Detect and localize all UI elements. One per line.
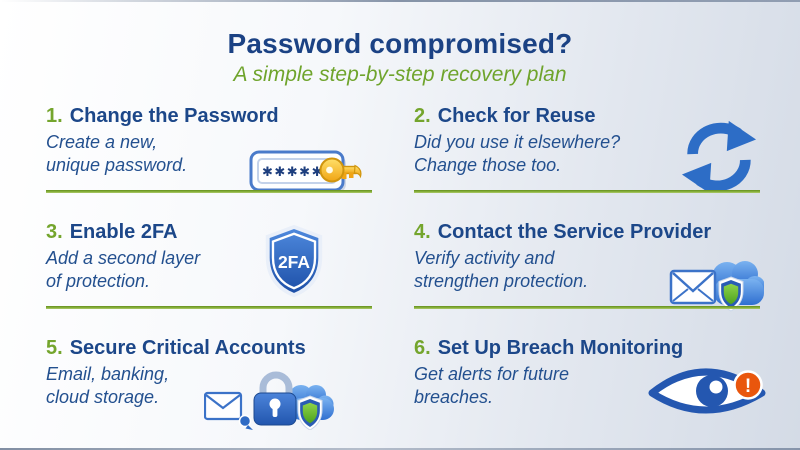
lock-mail-shield-cloud-icon — [204, 368, 336, 430]
step-description: Get alerts for future breaches. — [414, 364, 570, 407]
step-title: Contact the Service Provider — [437, 221, 712, 243]
eye-alert-icon: ! — [648, 364, 768, 422]
step-number: 6. — [414, 337, 431, 359]
step-description: Create a new, unique password. — [46, 132, 188, 175]
step-item-6: 6. Set Up Breach Monitoring Get alerts fo… — [414, 336, 766, 422]
step-title: Check for Reuse — [437, 105, 596, 127]
alert-exclamation-label: ! — [745, 376, 751, 397]
step-number: 1. — [46, 105, 63, 127]
step-number: 4. — [414, 221, 431, 243]
step-heading: 2. Check for Reuse — [414, 104, 760, 128]
divider-line — [46, 190, 372, 193]
step-title: Change the Password — [69, 105, 279, 127]
step-number: 2. — [414, 105, 431, 127]
step-heading: 6. Set Up Breach Monitoring — [414, 336, 760, 360]
step-number: 3. — [46, 221, 63, 243]
2fa-shield-icon: 2FA — [258, 224, 330, 298]
steps-grid: 1. Change the Password Create a new, uniq… — [46, 104, 766, 430]
step-heading: 4. Contact the Service Provider — [414, 220, 760, 244]
step-item-1: 1. Change the Password Create a new, uniq… — [46, 104, 372, 193]
top-edge-line — [0, 0, 800, 2]
step-item-5: 5. Secure Critical Accounts Email, bankin… — [46, 336, 372, 430]
password-field-key-icon: ✱✱✱✱✱ — [248, 145, 362, 195]
password-mask-text: ✱✱✱✱✱ — [262, 164, 324, 179]
sync-arrows-icon — [680, 120, 758, 194]
step-item-4: 4. Contact the Service Provider Verify ac… — [414, 220, 764, 312]
page-subtitle: A simple step-by-step recovery plan — [233, 63, 567, 86]
step-title: Enable 2FA — [69, 221, 178, 243]
step-description: Add a second layer of protection. — [46, 248, 201, 291]
mail-shield-cloud-icon — [669, 251, 764, 313]
divider-line — [414, 306, 760, 309]
step-item-2: 2. Check for Reuse Did you use it elsewhe… — [414, 104, 760, 194]
step-number: 5. — [46, 337, 63, 359]
step-description: Verify activity and strengthen protectio… — [414, 248, 589, 291]
page-title: Password compromised? — [227, 28, 573, 59]
step-description: Did you use it elsewhere? Change those t… — [414, 132, 621, 175]
2fa-label: 2FA — [278, 252, 310, 272]
step-title: Secure Critical Accounts — [69, 337, 306, 359]
step-item-3: 3. Enable 2FA Add a second layer of prote… — [46, 220, 372, 309]
step-heading: 1. Change the Password — [46, 104, 372, 128]
step-heading: 5. Secure Critical Accounts — [46, 336, 372, 360]
divider-line — [46, 306, 372, 309]
step-title: Set Up Breach Monitoring — [437, 337, 684, 359]
divider-line — [414, 190, 760, 193]
step-heading: 3. Enable 2FA — [46, 220, 372, 244]
step-description: Email, banking, cloud storage. — [46, 364, 170, 407]
